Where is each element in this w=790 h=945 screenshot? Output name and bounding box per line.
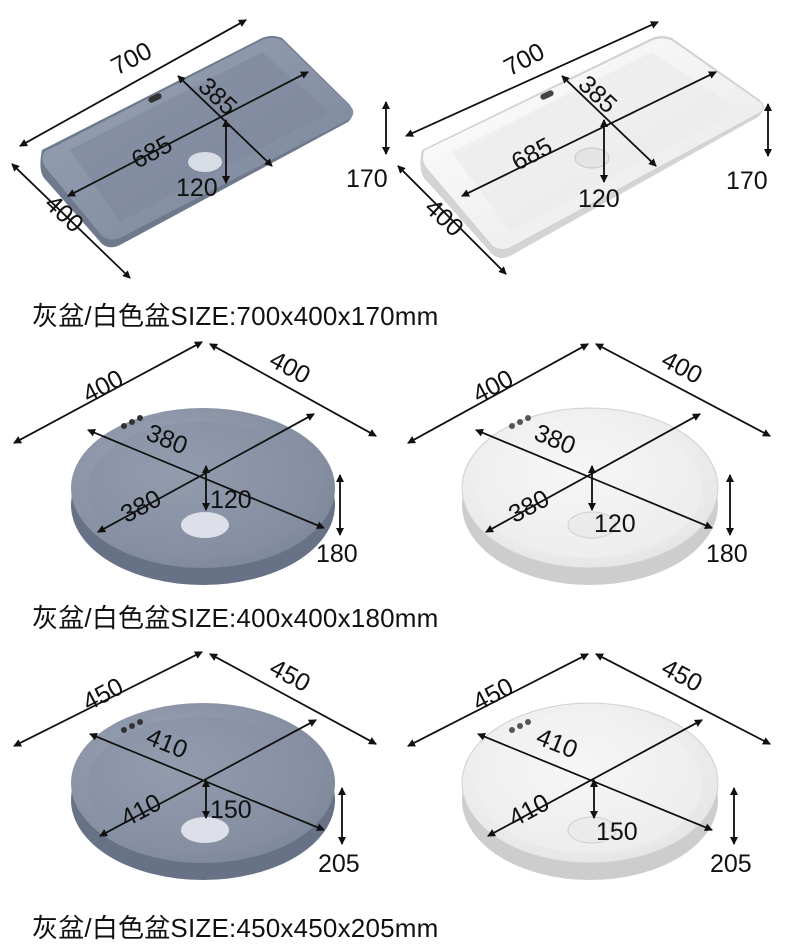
white-round-450-outer-a-label: 450 bbox=[468, 672, 518, 716]
white-round-450-dimensions bbox=[407, 653, 771, 845]
rect-basin-drawing: 700 400 685 385 120 170 700 bbox=[11, 19, 772, 279]
gray-round-400-outer-a-label: 400 bbox=[78, 364, 128, 408]
white-round-basin-400 bbox=[461, 407, 719, 585]
white-round-450-outer-b-label: 450 bbox=[657, 654, 707, 698]
gray-round-basin-450 bbox=[71, 703, 335, 880]
white-round-400-outer-a-label: 400 bbox=[468, 364, 518, 408]
white-rect-dimensions bbox=[397, 21, 772, 275]
gray-rect-height-label: 170 bbox=[346, 165, 388, 193]
white-rect-drain-depth-label: 120 bbox=[578, 185, 620, 213]
white-round-450-height-label: 205 bbox=[710, 850, 752, 878]
round-450-drawing: 450 450 410 410 150 205 450 450 bbox=[13, 651, 771, 880]
white-round-450-drain-depth-label: 150 bbox=[596, 818, 638, 846]
gray-round-400-drain-depth-label: 120 bbox=[210, 486, 252, 514]
gray-rect-dimensions bbox=[11, 19, 390, 279]
white-round-400-outer-b-label: 400 bbox=[657, 346, 707, 390]
gray-round-450-dimensions bbox=[13, 651, 377, 845]
gray-round-450-drain-depth-label: 150 bbox=[210, 796, 252, 824]
white-rect-height-label: 170 bbox=[726, 167, 768, 195]
white-round-400-dimensions bbox=[407, 343, 771, 536]
white-round-400-drain-depth-label: 120 bbox=[594, 510, 636, 538]
round-450-size-caption: 灰盆/白色盆SIZE:450x450x205mm bbox=[32, 913, 439, 943]
gray-rect-drain-depth-label: 120 bbox=[176, 174, 218, 202]
round-400-drawing: 400 400 380 380 120 180 400 400 bbox=[13, 341, 771, 585]
gray-round-basin-400 bbox=[71, 408, 335, 585]
gray-round-400-outer-b-label: 400 bbox=[265, 346, 315, 390]
rect-basin-section: 700 400 685 385 120 170 700 bbox=[0, 0, 790, 331]
gray-round-400-dimensions bbox=[13, 341, 377, 536]
gray-round-450-height-label: 205 bbox=[318, 850, 360, 878]
white-round-basin-450 bbox=[461, 702, 719, 880]
gray-round-450-outer-b-label: 450 bbox=[265, 654, 315, 698]
round-400-size-caption: 灰盆/白色盆SIZE:400x400x180mm bbox=[32, 603, 439, 633]
rect-size-caption: 灰盆/白色盆SIZE:700x400x170mm bbox=[32, 301, 439, 331]
round-450-section: 450 450 410 410 150 205 450 450 bbox=[0, 640, 790, 945]
white-round-400-height-label: 180 bbox=[706, 540, 748, 568]
round-400-section: 400 400 380 380 120 180 400 400 bbox=[0, 330, 790, 640]
gray-round-400-height-label: 180 bbox=[316, 540, 358, 568]
